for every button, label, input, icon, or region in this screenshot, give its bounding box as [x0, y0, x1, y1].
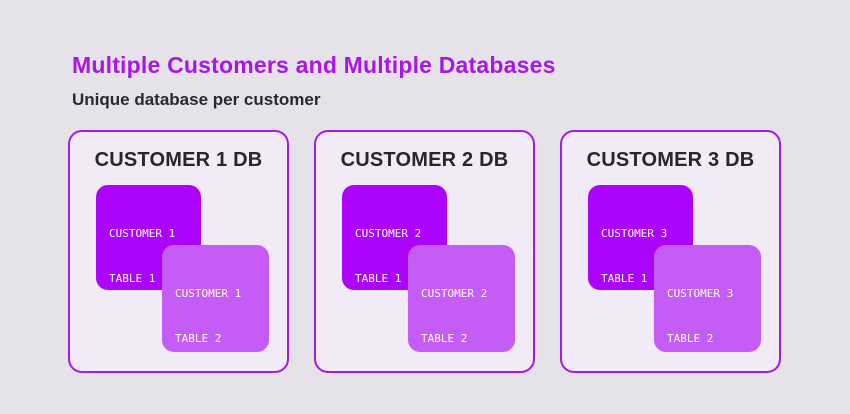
table-label-line: TABLE 1	[109, 272, 156, 285]
table-label-line: TABLE 2	[667, 332, 714, 345]
diagram-title: Multiple Customers and Multiple Database…	[72, 52, 556, 78]
card-title: CUSTOMER 3 DB	[586, 149, 755, 171]
customer-3-db-card: CUSTOMER 3 DB CUSTOMER 3 TABLE 1 CUSTOME…	[560, 130, 781, 373]
customer-3-table-2-box: CUSTOMER 3 TABLE 2	[654, 245, 761, 352]
table-label-line: TABLE 1	[355, 272, 402, 285]
diagram-subtitle: Unique database per customer	[72, 90, 321, 109]
table-label-line: CUSTOMER 1	[109, 227, 176, 240]
table-label-line: CUSTOMER 3	[667, 287, 734, 300]
table-label-line: TABLE 2	[175, 332, 222, 345]
table-label-line: TABLE 2	[421, 332, 468, 345]
customer-2-db-card: CUSTOMER 2 DB CUSTOMER 2 TABLE 1 CUSTOME…	[314, 130, 535, 373]
table-label-line: CUSTOMER 2	[421, 287, 488, 300]
card-title: CUSTOMER 1 DB	[94, 149, 263, 171]
table-label-line: TABLE 1	[601, 272, 648, 285]
table-label-line: CUSTOMER 3	[601, 227, 668, 240]
table-label-line: CUSTOMER 2	[355, 227, 422, 240]
card-title: CUSTOMER 2 DB	[340, 149, 509, 171]
customer-1-db-card: CUSTOMER 1 DB CUSTOMER 1 TABLE 1 CUSTOME…	[68, 130, 289, 373]
customer-1-table-2-box: CUSTOMER 1 TABLE 2	[162, 245, 269, 352]
table-label-line: CUSTOMER 1	[175, 287, 242, 300]
customer-1-table-1-box: CUSTOMER 1 TABLE 1	[96, 185, 201, 290]
customer-2-table-2-box: CUSTOMER 2 TABLE 2	[408, 245, 515, 352]
customer-db-cards-row: CUSTOMER 1 DB CUSTOMER 1 TABLE 1 CUSTOME…	[68, 130, 781, 373]
